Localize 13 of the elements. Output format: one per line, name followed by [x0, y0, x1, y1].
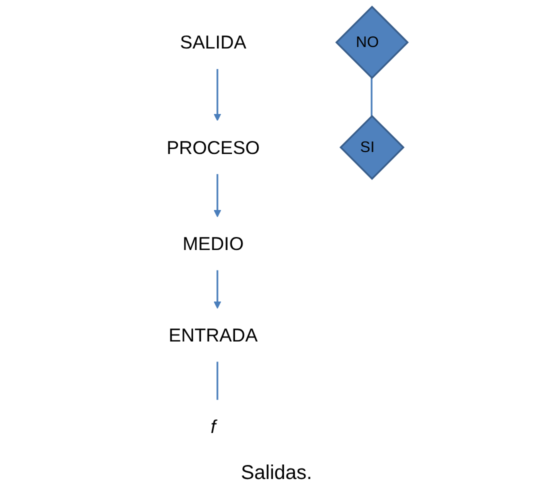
node-text: MEDIO — [182, 232, 244, 254]
arrow — [214, 69, 222, 122]
arrow — [214, 174, 222, 218]
node-text: SALIDA — [180, 32, 246, 53]
connector — [370, 78, 372, 116]
node-text: ENTRADA — [168, 324, 258, 346]
node-text: f — [210, 416, 216, 438]
arrow — [214, 270, 222, 309]
note-text: Salidas. — [240, 462, 312, 485]
connector — [216, 362, 218, 400]
node-diamond: SI — [339, 114, 405, 180]
node-diamond: NO — [335, 6, 409, 80]
node-text: PROCESO — [166, 136, 260, 158]
